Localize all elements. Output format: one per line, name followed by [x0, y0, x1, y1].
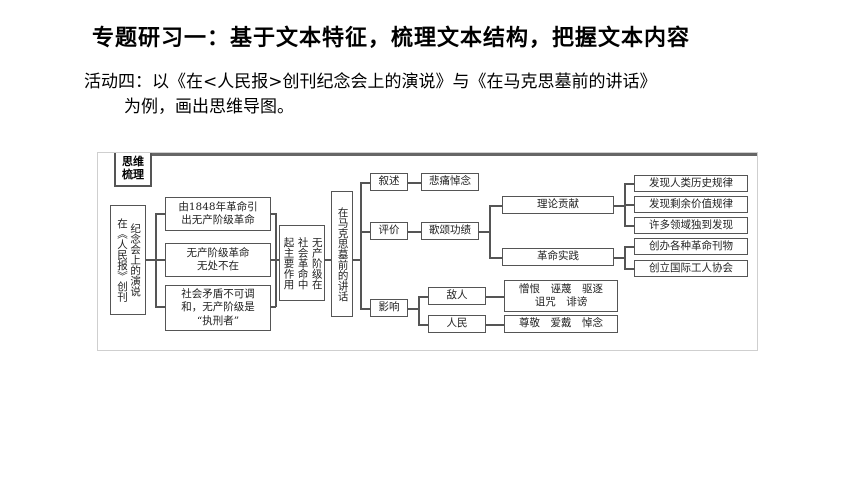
- connector: [489, 257, 502, 259]
- influence-people: 人民: [428, 315, 486, 333]
- connector: [418, 296, 428, 298]
- practice-item: 创立国际工人协会: [634, 260, 748, 277]
- theory-item: 许多领域独到发现: [634, 217, 748, 234]
- left-point-box: 无产阶级革命 无处不在: [165, 243, 271, 277]
- contribution-practice: 革命实践: [502, 248, 614, 266]
- role-text-a: 无产阶级在: [310, 236, 323, 290]
- connector: [489, 205, 491, 257]
- connector: [353, 259, 361, 261]
- connector: [479, 231, 489, 233]
- branch-evaluate: 评价: [370, 222, 408, 240]
- connector: [614, 257, 624, 259]
- connector: [486, 324, 504, 326]
- theory-item: 发现剩余价值规律: [634, 196, 748, 213]
- narrate-box: 悲痛悼念: [421, 173, 479, 191]
- enemy-attitude-box: 憎恨 诬蔑 驱逐 诅咒 诽谤: [504, 280, 618, 312]
- evaluate-box: 歌颂功绩: [421, 222, 479, 240]
- activity-instruction: 活动四：以《在<人民报>创刊纪念会上的演说》与《在马克思墓前的讲话》: [84, 72, 657, 92]
- connector: [146, 259, 156, 261]
- connector: [325, 259, 331, 261]
- branch-narrate: 叙述: [370, 173, 408, 191]
- header-rule: [114, 153, 757, 156]
- connector: [155, 259, 165, 261]
- connector: [418, 296, 420, 324]
- page-title: 专题研习一：基于文本特征，梳理文本结构，把握文本内容: [92, 26, 691, 51]
- left-point-box: 社会矛盾不可调 和，无产阶级是 “执刑者”: [165, 285, 271, 331]
- theory-item: 发现人类历史规律: [634, 175, 748, 192]
- connector: [614, 205, 624, 207]
- mind-map-tag: 思维 梳理: [114, 153, 152, 187]
- right-article-title: 在马克思墓前的讲话: [331, 191, 353, 317]
- connector: [360, 231, 370, 233]
- connector: [418, 324, 428, 326]
- connector: [624, 225, 634, 227]
- connector: [624, 183, 634, 185]
- connector: [360, 182, 370, 184]
- mind-map: 思维 梳理 在《人民报》创刊 纪念会上的演说 由1848年革命引 出无产阶级革命…: [97, 152, 758, 351]
- contribution-theory: 理论贡献: [502, 196, 614, 214]
- connector: [408, 182, 421, 184]
- branch-influence: 影响: [370, 299, 408, 317]
- connector: [155, 213, 165, 215]
- connector: [486, 296, 504, 298]
- left-article-title-a: 在《人民报》创刊: [116, 218, 128, 302]
- right-article-title-text: 在马克思墓前的讲话: [336, 206, 349, 302]
- practice-item: 创办各种革命刊物: [634, 238, 748, 255]
- connector: [271, 306, 276, 308]
- role-text-b: 社会革命中: [296, 236, 309, 290]
- left-article-title: 在《人民报》创刊 纪念会上的演说: [110, 205, 146, 315]
- connector: [275, 259, 280, 261]
- influence-enemy: 敌人: [428, 287, 486, 305]
- connector: [408, 308, 418, 310]
- connector: [408, 231, 421, 233]
- connector: [360, 308, 370, 310]
- role-text-c: 起主要作用: [282, 236, 295, 290]
- connector: [624, 204, 634, 206]
- connector: [624, 246, 634, 248]
- connector: [489, 205, 502, 207]
- role-box: 无产阶级在 社会革命中 起主要作用: [279, 225, 325, 301]
- connector: [624, 268, 634, 270]
- people-attitude-box: 尊敬 爱戴 悼念: [504, 315, 618, 333]
- connector: [271, 213, 276, 215]
- activity-instruction-continued: 为例，画出思维导图。: [124, 97, 294, 117]
- connector: [271, 259, 276, 261]
- connector: [360, 182, 362, 308]
- connector: [624, 246, 626, 268]
- left-point-box: 由1848年革命引 出无产阶级革命: [165, 197, 271, 231]
- connector: [155, 306, 165, 308]
- left-article-title-b: 纪念会上的演说: [129, 223, 142, 297]
